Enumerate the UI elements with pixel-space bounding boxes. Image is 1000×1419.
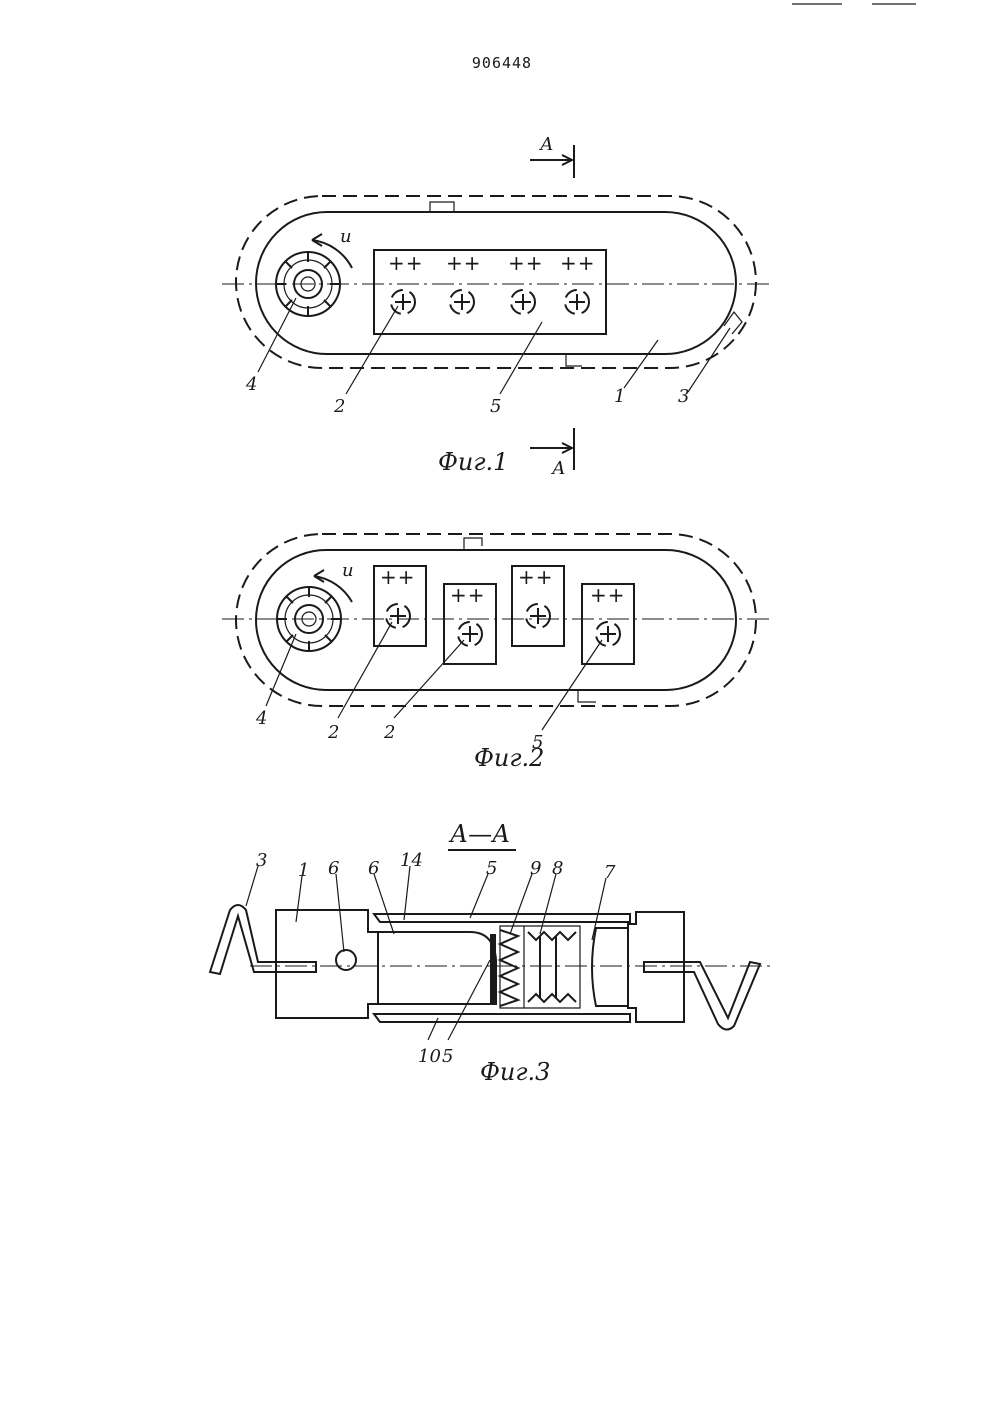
leader-1 — [624, 340, 658, 388]
carrier-body — [256, 212, 736, 354]
leader-8 — [540, 874, 556, 934]
label-3: 3 — [256, 850, 267, 871]
notch — [578, 690, 596, 702]
leader-3 — [246, 866, 258, 906]
label-4: 4 — [245, 374, 257, 395]
leader-14 — [404, 866, 410, 920]
plunger-face — [490, 934, 496, 1004]
label-4: 4 — [255, 708, 267, 729]
leader-6 — [374, 874, 394, 934]
label-3: 3 — [678, 386, 689, 407]
leader-1 — [296, 876, 302, 922]
label-2: 2 — [327, 722, 339, 743]
label-2: 2 — [383, 722, 395, 743]
section-marker-bottom: А — [550, 458, 566, 479]
svg-text:++: ++ — [380, 565, 416, 589]
rotation-label: u — [340, 226, 352, 247]
figure-1-caption: Фиг.1 — [438, 448, 508, 476]
carrier-block-left — [276, 910, 378, 1018]
notch — [464, 538, 482, 550]
belt-strip-right — [644, 962, 760, 1030]
carrier-block-right — [628, 912, 684, 1022]
end-cap — [592, 928, 628, 1006]
figure-3: А—А — [210, 820, 770, 1086]
section-marker-top: А — [538, 134, 554, 155]
svg-text:++: ++ — [560, 251, 596, 275]
label-10: 10 — [418, 1046, 441, 1067]
figure-1: А u — [222, 134, 770, 479]
tube-wall-bottom — [374, 1014, 630, 1022]
figure-3-caption: Фиг.3 — [480, 1058, 550, 1086]
belt-strip-left — [210, 905, 316, 974]
leader-5 — [542, 640, 602, 730]
svg-text:++: ++ — [450, 583, 486, 607]
label-2: 2 — [333, 396, 345, 417]
svg-text:++: ++ — [518, 565, 554, 589]
label-9: 9 — [530, 858, 541, 879]
plunger — [378, 932, 496, 1004]
belt-outline-dashed — [236, 196, 756, 368]
ball-element — [336, 950, 356, 970]
rotation-label: u — [342, 560, 354, 581]
leader-5 — [448, 960, 490, 1040]
label-6: 6 — [368, 858, 379, 879]
label-5: 5 — [442, 1046, 453, 1067]
svg-text:++: ++ — [508, 251, 544, 275]
label-5: 5 — [486, 858, 497, 879]
figure-2: u ++ ++ ++ ++ 4 2 2 5 Фиг.2 — [222, 534, 770, 772]
svg-text:++: ++ — [388, 251, 424, 275]
magnet-block: ++ — [444, 583, 496, 664]
svg-text:++: ++ — [590, 583, 626, 607]
notch — [566, 354, 582, 366]
label-14: 14 — [400, 850, 423, 871]
leader-5 — [500, 322, 542, 394]
tube-wall-top — [374, 914, 630, 922]
leader-2 — [346, 306, 398, 394]
section-title: А—А — [448, 820, 510, 848]
label-1: 1 — [298, 860, 309, 881]
leader-9 — [510, 874, 532, 934]
svg-text:++: ++ — [446, 251, 482, 275]
pin-circles — [391, 290, 589, 314]
leader-5 — [470, 874, 488, 918]
label-5: 5 — [490, 396, 501, 417]
notch — [724, 312, 742, 334]
label-8: 8 — [552, 858, 563, 879]
magnet-block: ++ — [582, 583, 634, 664]
bellows — [500, 926, 580, 1008]
leader-2 — [394, 640, 464, 718]
leader-7 — [592, 878, 606, 940]
leader-6 — [336, 874, 344, 952]
leader-2 — [338, 622, 392, 718]
notch — [430, 202, 454, 212]
magnet-block: ++ — [512, 565, 564, 646]
patent-number: 906448 — [472, 54, 532, 72]
plus-row: ++ ++ ++ ++ — [388, 251, 596, 275]
label-6: 6 — [328, 858, 339, 879]
figure-2-caption: Фиг.2 — [474, 744, 544, 772]
label-7: 7 — [604, 862, 616, 883]
label-1: 1 — [614, 386, 625, 407]
magnet-block: ++ — [374, 565, 426, 646]
